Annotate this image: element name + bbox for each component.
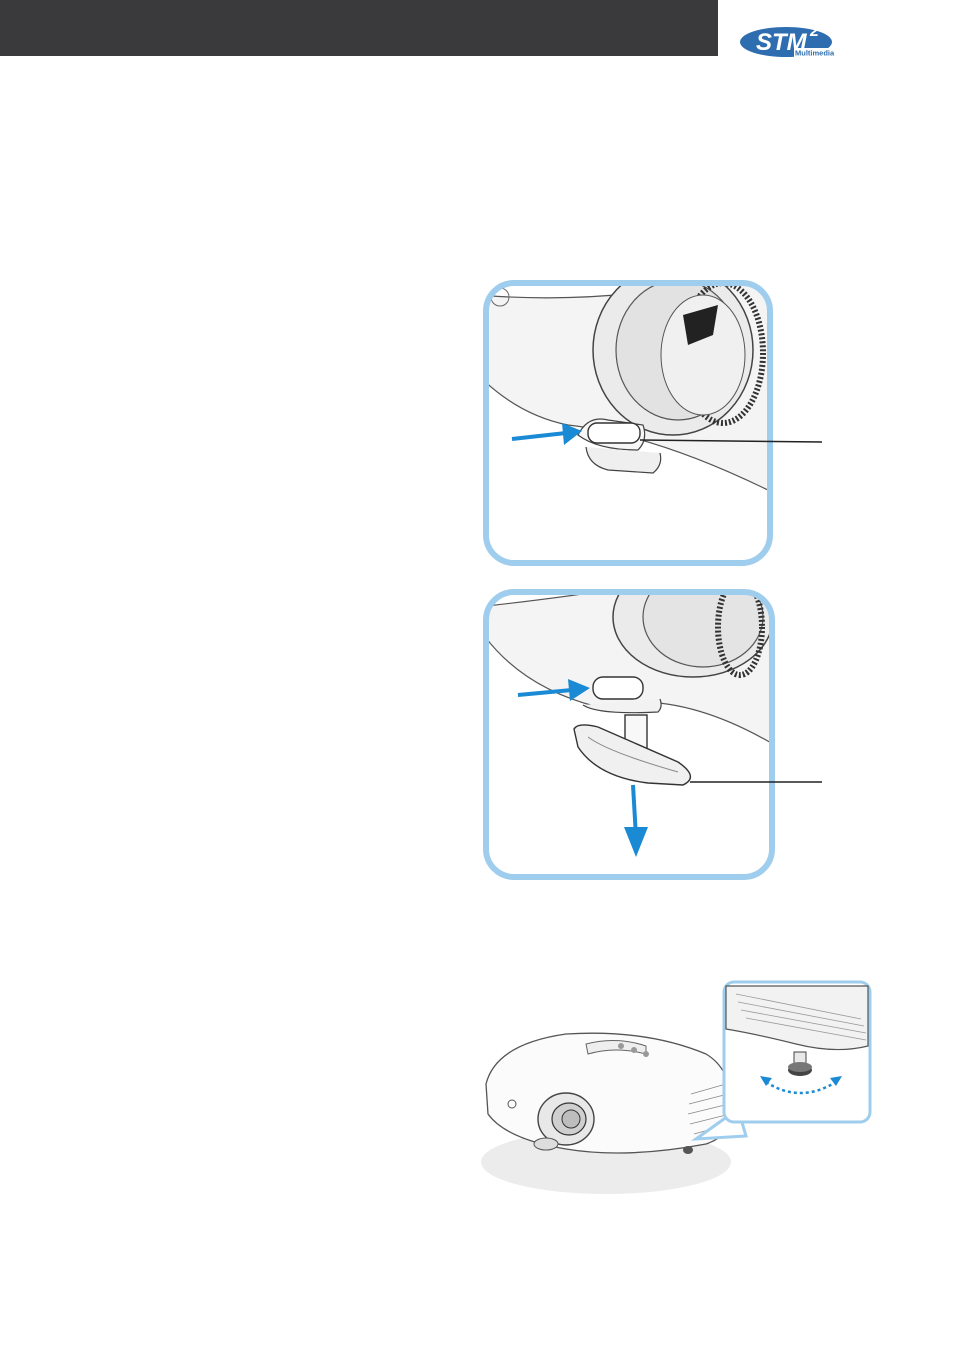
svg-text:2: 2 [809, 23, 819, 40]
svg-text:Multimedia: Multimedia [795, 49, 835, 58]
brand-logo: STM 2 Multimedia [738, 18, 838, 60]
figure-release-button [478, 275, 828, 575]
figure-foot-fine-adjust [476, 974, 876, 1204]
figure-foot-extended [478, 587, 828, 887]
header-bar [0, 0, 718, 56]
